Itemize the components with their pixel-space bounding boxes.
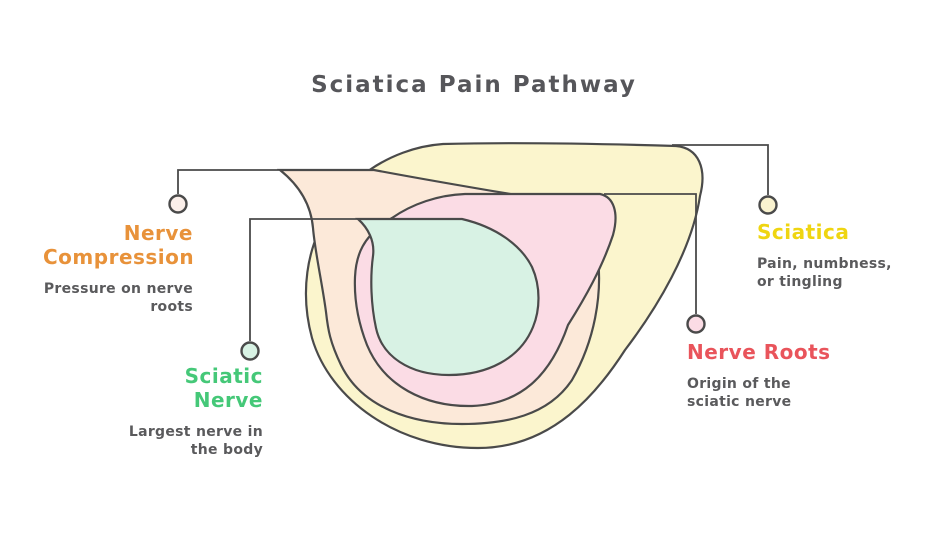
callout-nerve-compression-heading: Nerve Compression xyxy=(43,221,195,269)
connector-dot-nerve-compression xyxy=(168,194,188,214)
callout-nerve-roots: Nerve Roots Origin of the sciatic nerve xyxy=(687,340,837,412)
callout-nerve-compression: Nerve Compression Pressure on nerve root… xyxy=(43,221,195,317)
connector-dot-sciatica xyxy=(758,195,778,215)
callout-sciatica: Sciatica Pain, numbness, or tingling xyxy=(757,220,907,292)
callout-sciatica-heading: Sciatica xyxy=(757,220,850,244)
callout-sciatic-nerve-heading: Sciatic Nerve xyxy=(184,364,263,412)
callout-sciatica-description: Pain, numbness, or tingling xyxy=(757,256,892,291)
connector-sciatic-nerve xyxy=(249,218,358,341)
callout-sciatic-nerve-description: Largest nerve in the body xyxy=(128,424,263,459)
callout-nerve-roots-description: Origin of the sciatic nerve xyxy=(687,376,792,411)
connector-dot-sciatic-nerve xyxy=(240,341,260,361)
connector-nerve-compression xyxy=(177,169,280,194)
layer-sciatic-nerve-shape xyxy=(355,217,540,377)
callout-nerve-roots-heading: Nerve Roots xyxy=(687,340,831,364)
connector-sciatica xyxy=(672,144,769,195)
connector-dot-nerve-roots xyxy=(686,314,706,334)
callout-nerve-compression-description: Pressure on nerve roots xyxy=(43,281,193,316)
callout-sciatic-nerve: Sciatic Nerve Largest nerve in the body xyxy=(111,364,263,460)
diagram-title: Sciatica Pain Pathway xyxy=(311,72,637,98)
connector-nerve-roots xyxy=(604,193,697,314)
